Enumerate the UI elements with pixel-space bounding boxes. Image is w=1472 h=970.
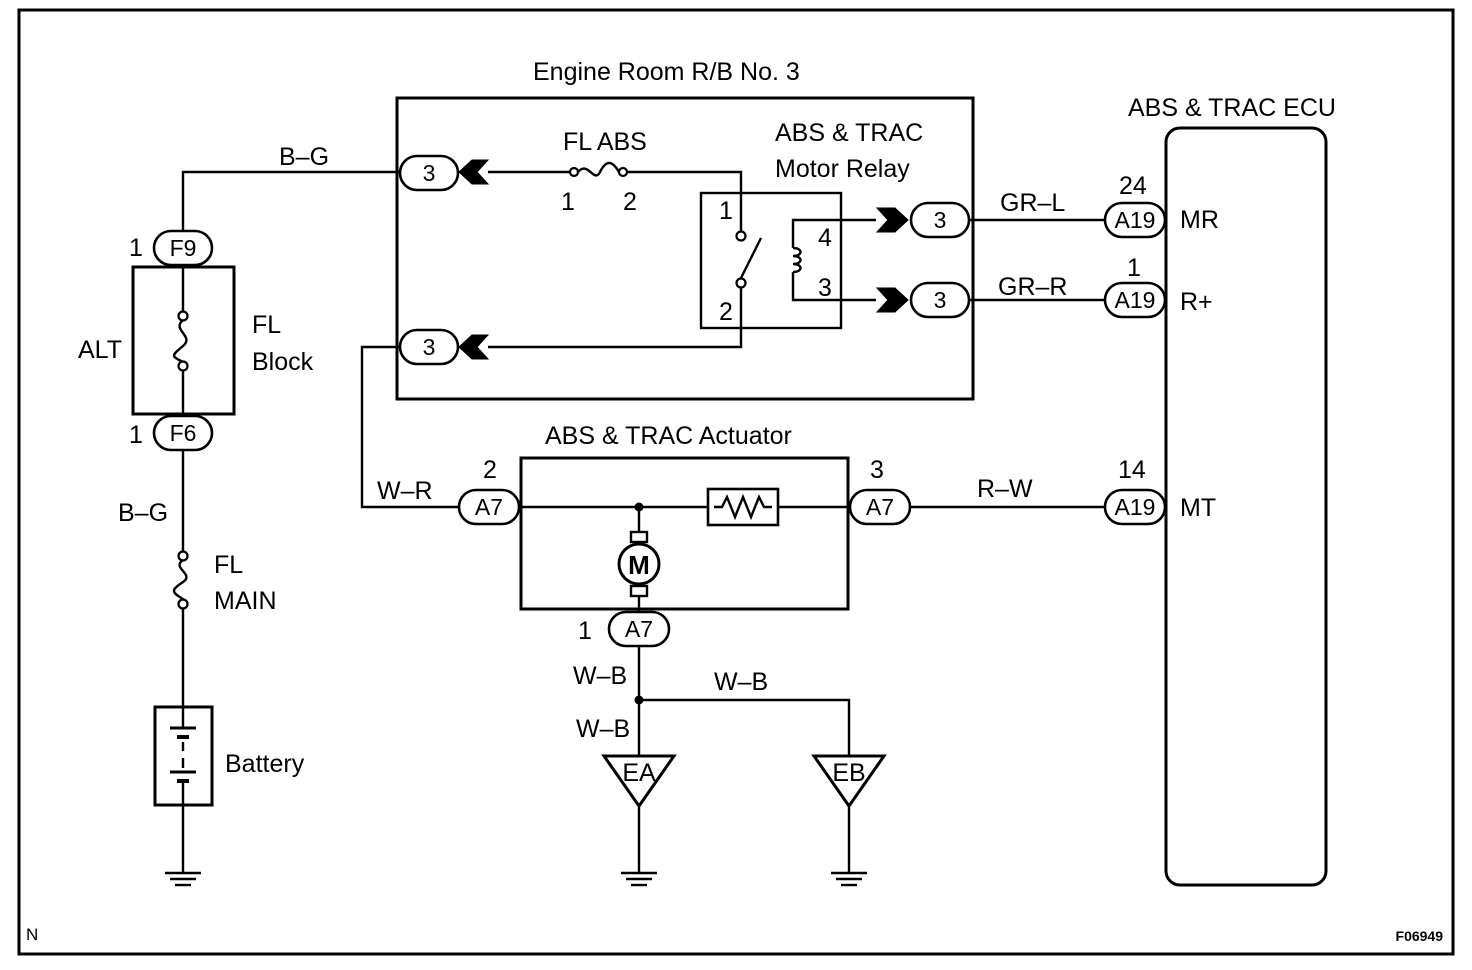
wire-b-g-top bbox=[181, 170, 400, 231]
ecu-terminal-rplus: R+ bbox=[1180, 288, 1213, 316]
motor-relay-box bbox=[699, 191, 843, 330]
f9-pin: 1 bbox=[129, 234, 143, 262]
f6-pin: 1 bbox=[129, 421, 143, 449]
ecu-terminal-mt: MT bbox=[1180, 494, 1216, 522]
rb-connector-mr: 3 bbox=[909, 201, 971, 239]
fl-block-fuse-icon bbox=[172, 267, 189, 414]
wire-label-w-r: W–R bbox=[377, 477, 433, 505]
engine-room-rb-box bbox=[395, 96, 975, 401]
battery-label: Battery bbox=[225, 750, 305, 778]
motor-relay-title-1: ABS & TRAC bbox=[775, 119, 923, 147]
svg-text:3: 3 bbox=[934, 207, 947, 233]
svg-text:EA: EA bbox=[622, 759, 656, 787]
ground-eb-icon: EB bbox=[811, 754, 887, 887]
a7-right-connector: A7 bbox=[848, 488, 912, 526]
wire-rb-bottom bbox=[488, 287, 743, 349]
wire-w-b-ground bbox=[637, 646, 851, 756]
fl-block-label-2: Block bbox=[252, 348, 314, 376]
ground-ea-icon: EA bbox=[601, 754, 677, 887]
rb-right-bottom-chevron-icon bbox=[875, 287, 909, 313]
rb-connector-bottom: 3 bbox=[398, 328, 460, 366]
actuator-title: ABS & TRAC Actuator bbox=[545, 422, 792, 450]
f9-connector: F9 bbox=[152, 229, 214, 267]
relay-switch-icon bbox=[735, 230, 763, 289]
engine-room-rb-title: Engine Room R/B No. 3 bbox=[533, 58, 800, 86]
a7-left-connector: A7 bbox=[457, 488, 521, 526]
wire-label-gr-r: GR–R bbox=[998, 273, 1067, 301]
wire-rb-top bbox=[488, 170, 743, 231]
wire-label-w-b-2: W–B bbox=[714, 668, 768, 696]
rb-right-top-chevron-icon bbox=[875, 207, 909, 233]
f6-connector: F6 bbox=[152, 414, 214, 452]
wire-label-gr-l: GR–L bbox=[1000, 189, 1065, 217]
fl-block-label-1: FL bbox=[252, 311, 281, 339]
a7-left-pin: 2 bbox=[483, 456, 497, 484]
corner-label-n: N bbox=[26, 925, 38, 944]
fl-abs-pin-2: 2 bbox=[623, 188, 637, 216]
svg-text:F9: F9 bbox=[170, 235, 197, 261]
battery-icon bbox=[170, 707, 196, 805]
wire-w-r bbox=[360, 345, 459, 509]
a7-right-pin: 3 bbox=[870, 456, 884, 484]
fl-main-label-2: MAIN bbox=[214, 587, 277, 615]
fl-main-label-1: FL bbox=[214, 551, 243, 579]
fl-abs-pin-1: 1 bbox=[561, 188, 575, 216]
relay-pin-4: 4 bbox=[818, 224, 832, 252]
a19-mt-connector: A19 bbox=[1103, 488, 1167, 526]
wire-label-b-g-top: B–G bbox=[279, 143, 329, 171]
resistor-icon bbox=[706, 487, 780, 527]
ecu-mr-pin: 24 bbox=[1119, 172, 1147, 200]
fl-abs-fuse-label: FL ABS bbox=[563, 128, 647, 156]
motor-relay-title-2: Motor Relay bbox=[775, 155, 910, 183]
diagram-frame bbox=[17, 8, 1455, 956]
ground-junction-dot bbox=[634, 695, 644, 705]
svg-text:A7: A7 bbox=[625, 616, 653, 642]
relay-coil-icon bbox=[791, 218, 876, 302]
rb-connector-rplus: 3 bbox=[909, 281, 971, 319]
a7-bottom-pin: 1 bbox=[578, 617, 592, 645]
motor-icon: M bbox=[617, 507, 661, 612]
fl-abs-fuse-icon bbox=[568, 161, 629, 178]
wire-label-w-b-1: W–B bbox=[573, 662, 627, 690]
a7-bottom-connector: A7 bbox=[607, 610, 671, 648]
svg-text:M: M bbox=[628, 550, 650, 580]
svg-text:A19: A19 bbox=[1115, 287, 1156, 313]
battery-ground-icon bbox=[165, 805, 201, 887]
svg-text:A19: A19 bbox=[1115, 494, 1156, 520]
relay-pin-2: 2 bbox=[719, 298, 733, 326]
figure-code: F06949 bbox=[1396, 928, 1444, 944]
ecu-rplus-pin: 1 bbox=[1127, 254, 1141, 282]
ecu-mt-pin: 14 bbox=[1118, 456, 1146, 484]
svg-text:3: 3 bbox=[423, 334, 436, 360]
actuator-box bbox=[519, 456, 850, 611]
alt-label: ALT bbox=[78, 336, 122, 364]
a19-mr-connector: A19 bbox=[1103, 201, 1167, 239]
rb-left-top-chevron-icon bbox=[458, 159, 490, 185]
fl-main-fuse-icon bbox=[172, 550, 189, 707]
ecu-terminal-mr: MR bbox=[1180, 206, 1219, 234]
wire-label-w-b-3: W–B bbox=[576, 715, 630, 743]
svg-text:A19: A19 bbox=[1115, 207, 1156, 233]
svg-text:3: 3 bbox=[423, 160, 436, 186]
rb-left-bottom-chevron-icon bbox=[458, 334, 490, 360]
wire-label-r-w: R–W bbox=[977, 475, 1033, 503]
a19-rplus-connector: A19 bbox=[1103, 281, 1167, 319]
svg-text:F6: F6 bbox=[170, 420, 197, 446]
relay-pin-1: 1 bbox=[719, 197, 733, 225]
svg-text:A7: A7 bbox=[475, 494, 503, 520]
wire-label-b-g-bottom: B–G bbox=[118, 499, 168, 527]
rb-connector-top: 3 bbox=[398, 154, 460, 192]
svg-text:A7: A7 bbox=[866, 494, 894, 520]
relay-pin-3: 3 bbox=[818, 274, 832, 302]
ecu-title: ABS & TRAC ECU bbox=[1128, 94, 1336, 122]
svg-text:3: 3 bbox=[934, 287, 947, 313]
svg-text:EB: EB bbox=[832, 759, 865, 787]
